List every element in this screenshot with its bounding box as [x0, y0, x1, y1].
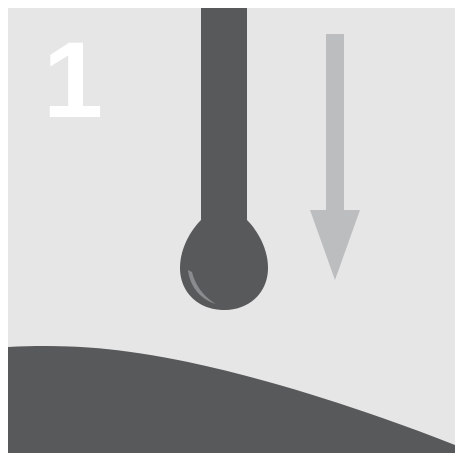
sample-surface — [8, 346, 455, 453]
probe-tip-icon — [180, 8, 268, 310]
step-number: 1 — [38, 26, 108, 134]
step-panel: 1 — [8, 8, 455, 453]
arrow-down-icon — [310, 34, 360, 280]
